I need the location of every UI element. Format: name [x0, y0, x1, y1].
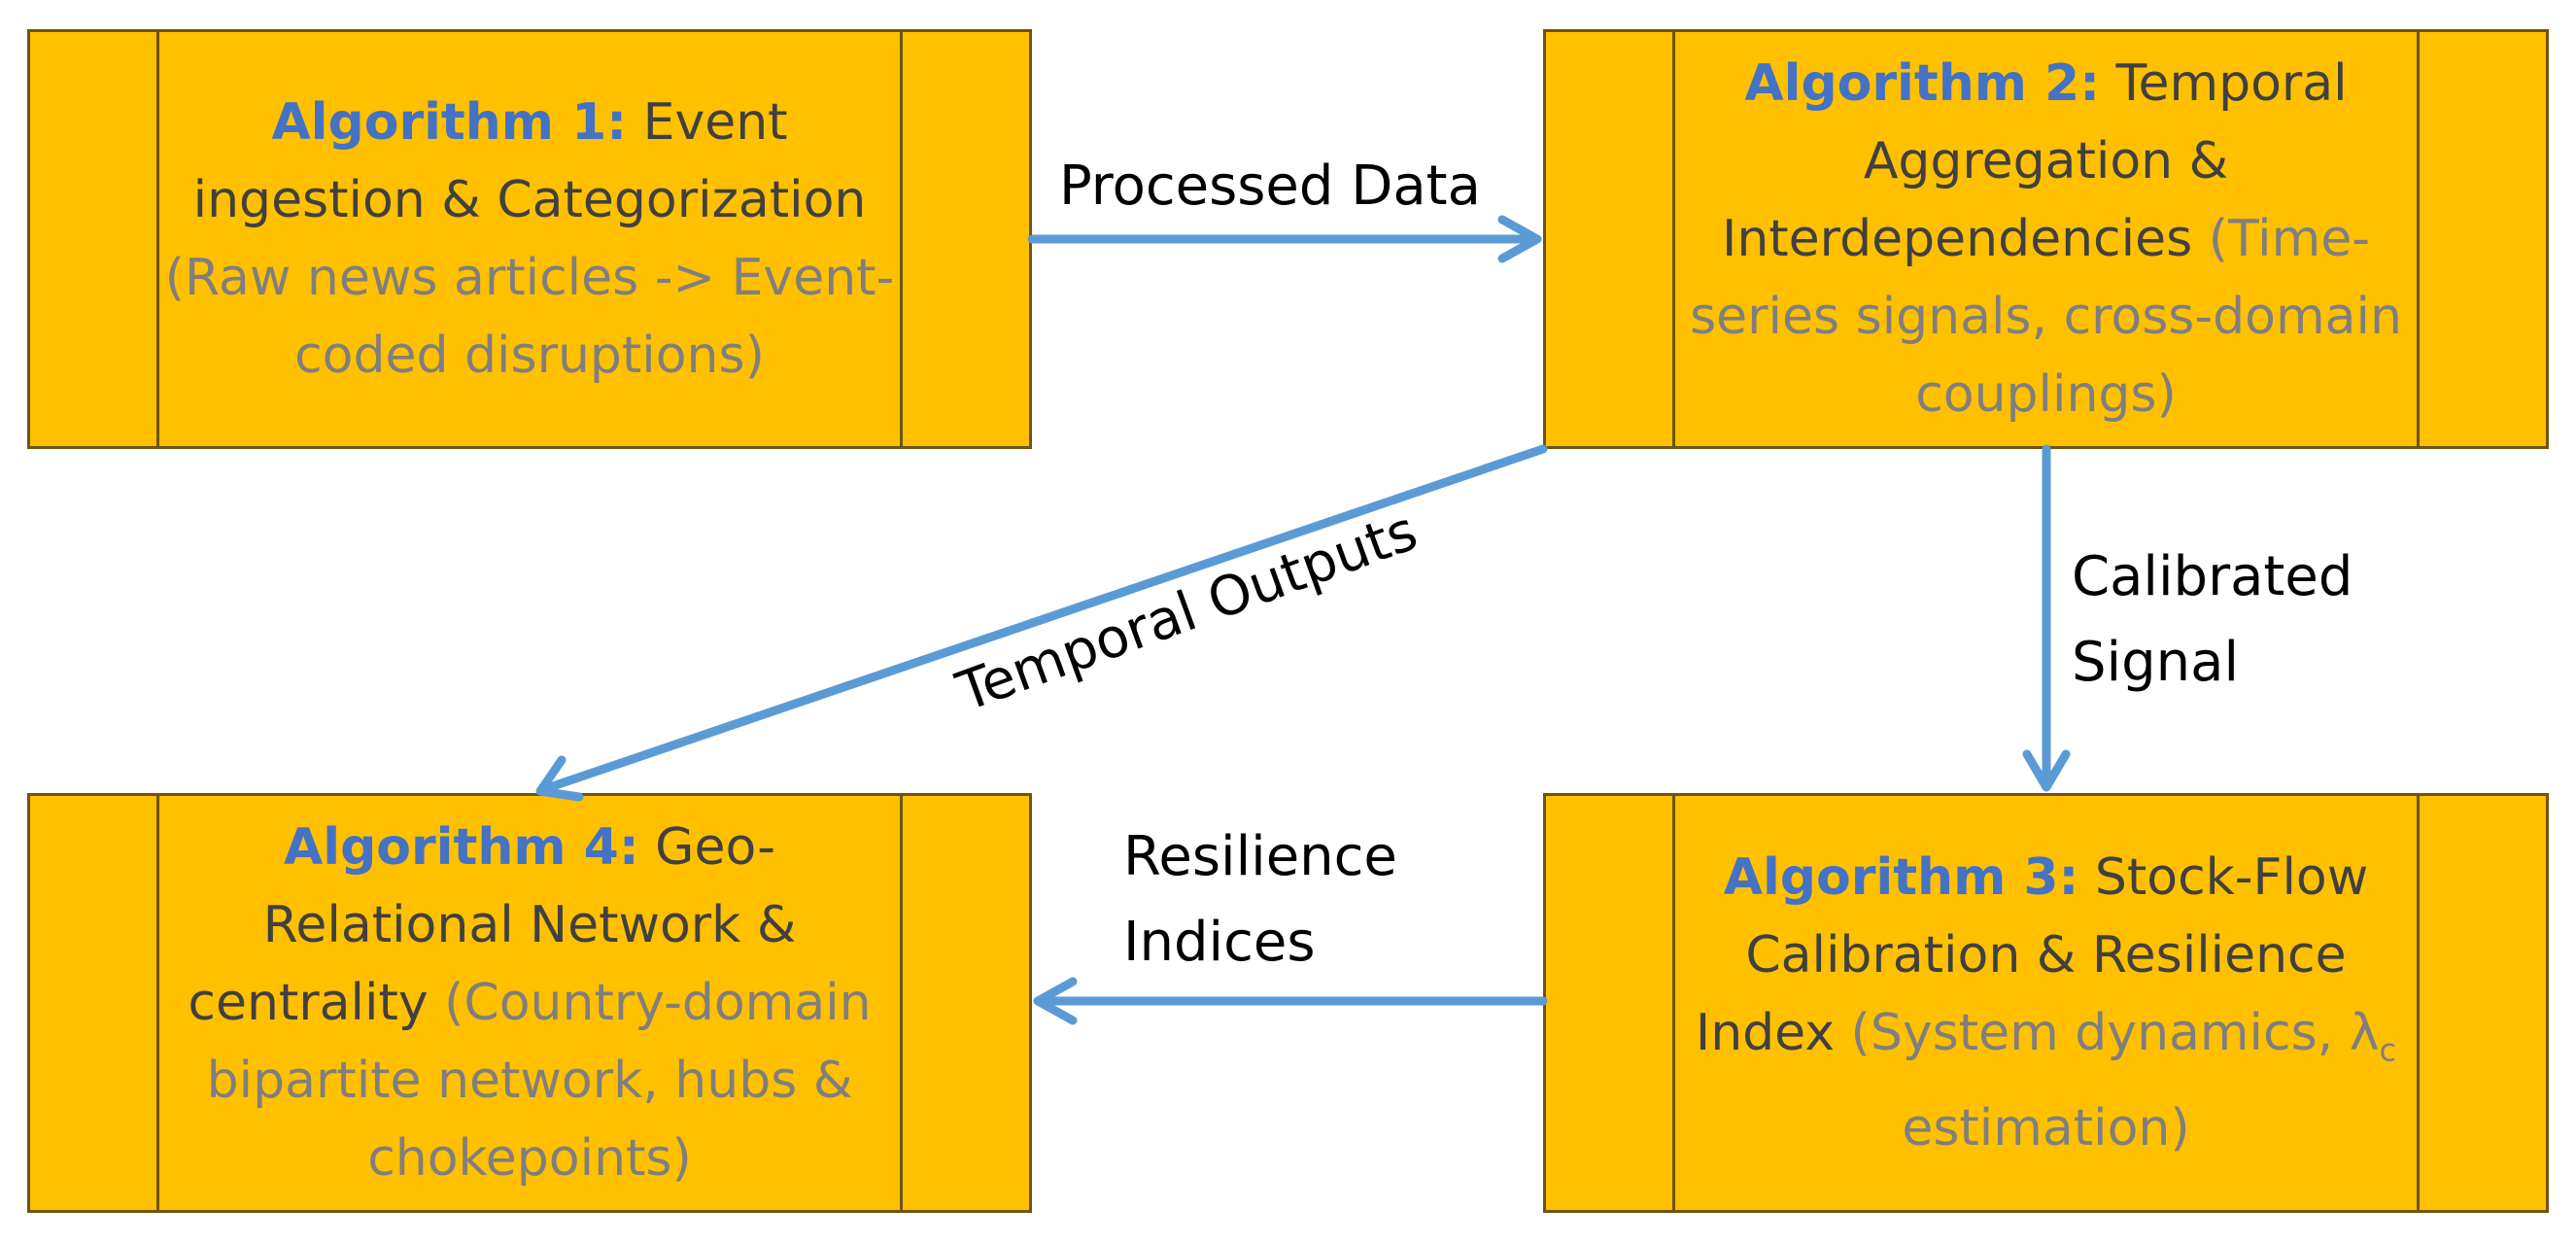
box-left-band: [30, 796, 159, 1210]
algorithm-2-box: Algorithm 2: Temporal Aggregation & Inte…: [1543, 29, 2549, 449]
label-calibrated-line-2: Signal: [2072, 631, 2240, 694]
lambda-subscript: c: [2379, 1031, 2397, 1069]
arrowhead-resilience-indices: [1033, 977, 1078, 1025]
box-left-band: [1546, 32, 1675, 446]
algorithm-3-io-before: (System dynamics, λ: [1835, 1004, 2380, 1063]
box-left-band: [30, 32, 159, 446]
algorithm-2-title: Temporal Aggregation & Interdependencies: [1721, 54, 2348, 268]
algorithm-4-text: Algorithm 4: Geo-Relational Network & ce…: [159, 796, 900, 1210]
arrowhead-calibrated-signal: [2022, 749, 2071, 792]
box-right-band: [900, 796, 1029, 1210]
algorithm-3-box: Algorithm 3: Stock-Flow Calibration & Re…: [1543, 793, 2549, 1213]
label-calibrated-signal: Calibrated Signal: [2072, 535, 2353, 706]
algorithm-4-title: Geo-Relational Network & centrality: [188, 818, 797, 1032]
algorithm-3-title: Stock-Flow Calibration & Resilience Inde…: [1695, 848, 2369, 1063]
algorithm-2-io: (Time-series signals, cross-domain coupl…: [1690, 210, 2402, 424]
algorithm-1-io: (Raw news articles -> Event-coded disrup…: [164, 249, 895, 385]
arrowhead-processed-data: [1497, 215, 1542, 263]
label-resilience-indices: Resilience Indices: [1123, 814, 1397, 985]
algorithm-1-label: Algorithm 1:: [271, 93, 628, 152]
algorithm-3-io-after: estimation): [1902, 1098, 2190, 1158]
algorithm-4-io: (Country-domain bipartite network, hubs …: [206, 974, 872, 1188]
algorithm-4-box: Algorithm 4: Geo-Relational Network & ce…: [27, 793, 1032, 1213]
box-right-band: [900, 32, 1029, 446]
box-right-band: [2417, 796, 2546, 1210]
label-processed-data: Processed Data: [1059, 155, 1481, 218]
box-left-band: [1546, 796, 1675, 1210]
algorithm-1-title: Event ingestion & Categorization: [192, 93, 867, 229]
algorithm-3-io: (System dynamics, λc estimation): [1835, 1004, 2397, 1158]
algorithm-1-box: Algorithm 1: Event ingestion & Categoriz…: [27, 29, 1032, 449]
box-right-band: [2417, 32, 2546, 446]
algorithm-4-label: Algorithm 4:: [284, 818, 639, 877]
arrowhead-temporal-outputs: [535, 755, 584, 802]
algorithm-2-text: Algorithm 2: Temporal Aggregation & Inte…: [1675, 32, 2417, 446]
algorithm-2-label: Algorithm 2:: [1744, 54, 2100, 113]
algorithm-1-text: Algorithm 1: Event ingestion & Categoriz…: [159, 32, 900, 446]
label-calibrated-line-1: Calibrated: [2072, 545, 2353, 608]
label-resilience-line-1: Resilience: [1123, 825, 1397, 888]
arrow-temporal-outputs: [539, 444, 1548, 794]
algorithm-3-label: Algorithm 3:: [1723, 848, 2079, 908]
label-resilience-line-2: Indices: [1123, 911, 1316, 974]
algorithm-3-text: Algorithm 3: Stock-Flow Calibration & Re…: [1675, 796, 2417, 1210]
